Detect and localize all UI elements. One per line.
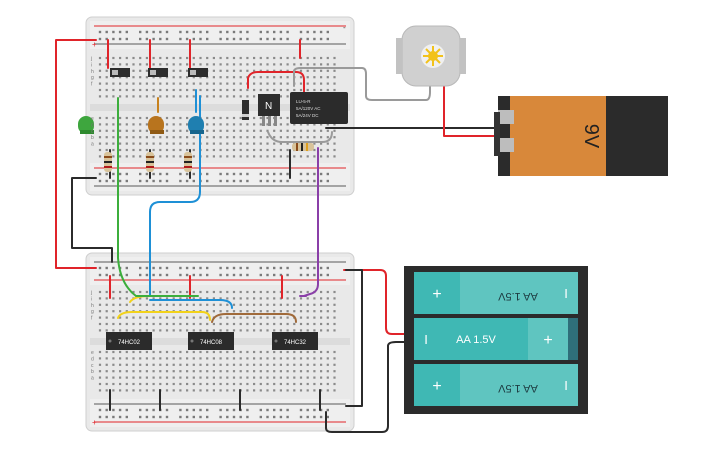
resistor-4 [292,143,314,151]
ic-74hc02 [106,332,152,350]
transistor [258,94,280,126]
row-letter: j [90,290,92,296]
row-letter: j [90,56,92,62]
resistor-1 [104,152,112,172]
motor-shaft-icon [423,46,443,66]
slide-switch-3[interactable] [188,68,208,77]
battery-9v [494,96,668,176]
green-wire [117,97,137,297]
battery-9v-label: 9V [580,124,602,149]
aa-cell-1-label: AA 1.5V [497,290,537,302]
row-letter: d [91,356,94,362]
resistor-3 [184,152,192,172]
red-wire-motor-battery [443,83,499,137]
row-letter: b [91,135,94,141]
blue-wire-long [149,95,201,297]
row-letter: h [91,303,94,309]
gray-wire-transistor [267,131,333,143]
aa-battery-pack [404,266,588,414]
slide-switch-1[interactable] [110,68,130,77]
row-letter: a [91,142,94,148]
row-letter: e [91,116,94,122]
aa-cell-2-plus: + [543,332,552,349]
row-letter: f [91,316,93,322]
relay-label-3: 5A/24V DC [296,113,319,118]
aa-cell-3-label: AA 1.5V [497,382,537,394]
led-blue [188,116,204,134]
aa-cell-1-minus: I [564,286,568,301]
diode [242,100,249,120]
bottom-plus-sign: + [92,418,97,427]
ic-74hc08 [188,332,234,350]
top-breadboard: + - [85,16,355,196]
led-orange [148,116,164,134]
row-letter: d [91,122,94,128]
relay-label-1: LU-5-R [296,99,311,104]
row-letter: i [91,62,92,68]
top-plus-sign: + [92,40,97,49]
slide-switch-2[interactable] [148,68,168,77]
dc-motor [396,25,466,87]
yellow-jumper-1 [117,311,211,321]
aa-cell-2-minus: I [424,332,428,347]
relay [290,92,348,124]
top-minus-sign: - [343,23,346,32]
gray-wire-motor [293,67,431,101]
row-letter: g [91,75,94,81]
row-letter: a [91,376,94,382]
ic-74hc32 [272,332,318,350]
black-wire-aa-pack-b [325,341,405,433]
brown-jumper-bottom [211,313,297,323]
led-green [78,116,94,134]
row-letter: i [91,296,92,302]
row-letter: f [91,82,93,88]
resistor-2 [146,152,154,172]
row-letter: g [91,309,94,315]
transistor-label: N [265,101,272,112]
black-wire-aa-pack-a [345,269,363,407]
aa-cell-3-minus: I [564,378,568,393]
ic-74hc08-label: 74HC08 [200,340,223,346]
red-relay-loop [247,71,305,93]
aa-cell-2-label: AA 1.5V [456,334,496,346]
row-letter: b [91,369,94,375]
purple-wire [303,147,319,297]
red-wire-left-rail [55,39,97,269]
row-letter: c [91,363,94,369]
red-wire-aa-pack [343,269,405,335]
row-letter: c [91,129,94,135]
row-letter: e [91,350,94,356]
aa-cell-3-plus: + [432,378,441,395]
black-wire-left-rail [71,177,113,263]
aa-cell-1-plus: + [432,286,441,303]
relay-label-2: 5A/120V AC [296,106,321,111]
row-letter: h [91,69,94,75]
ic-74hc32-label: 74HC32 [284,340,307,346]
blue-jumper-bottom [149,299,233,309]
ic-74hc02-label: 74HC02 [118,340,141,346]
